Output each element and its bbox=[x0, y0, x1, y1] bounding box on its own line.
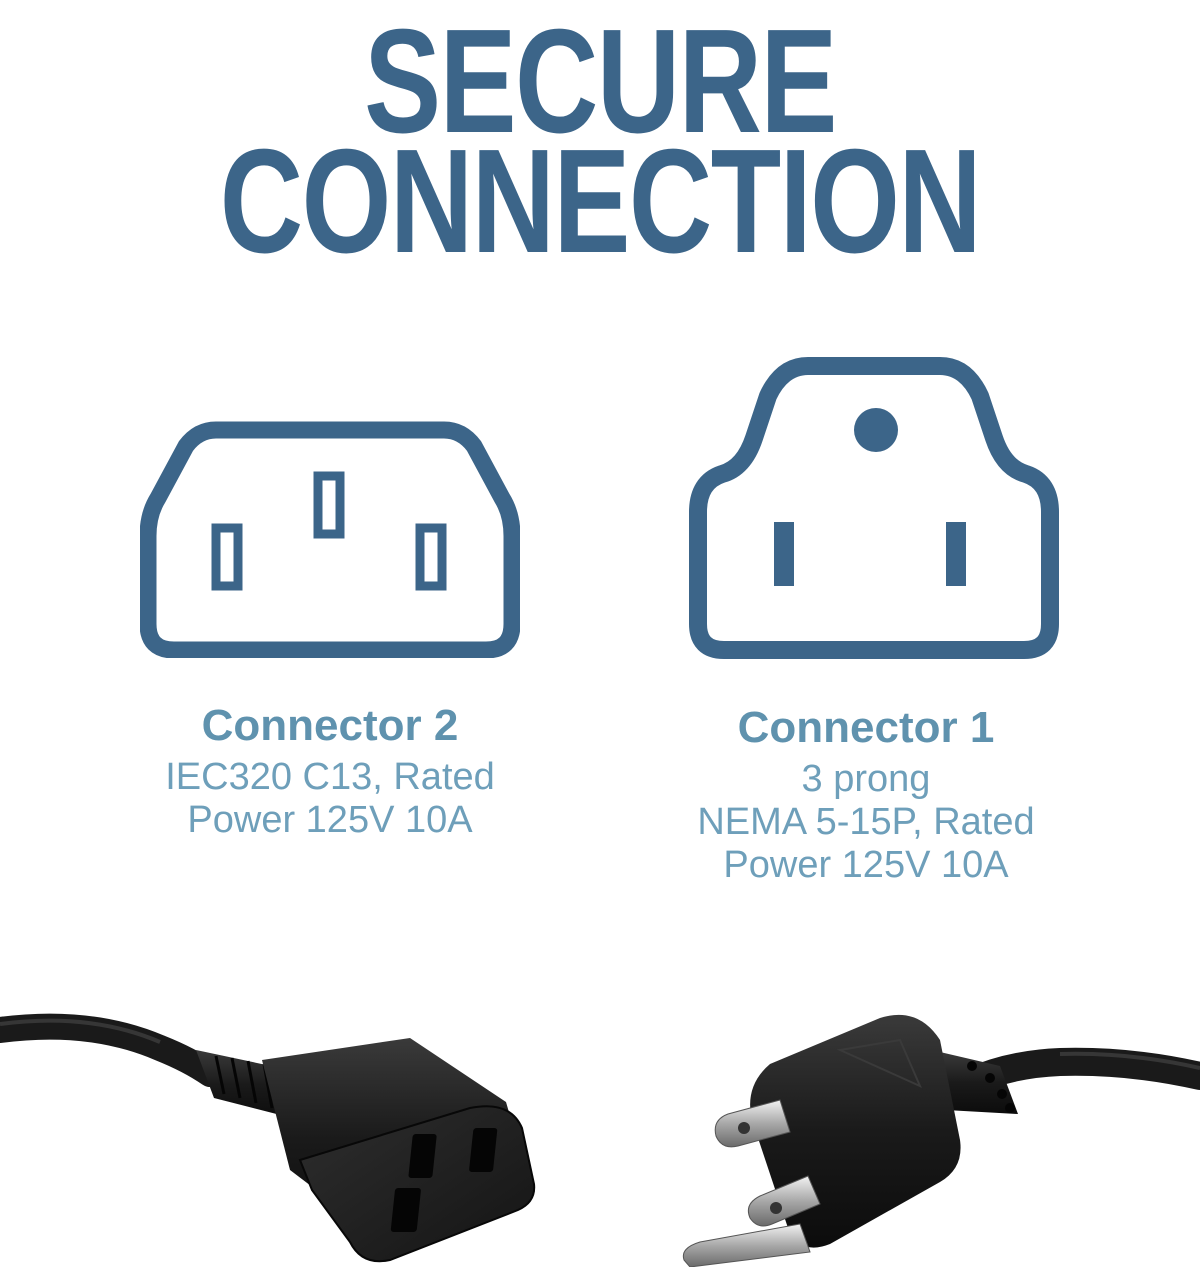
connector-1-desc-line-2: NEMA 5-15P, Rated bbox=[697, 801, 1035, 843]
headline-secure: SECURE bbox=[364, 0, 837, 164]
headline-connection: CONNECTION bbox=[219, 119, 982, 284]
connector-2-desc-line-1: IEC320 C13, Rated bbox=[165, 756, 495, 798]
connector-2-label-block: Connector 2 IEC320 C13, Rated Power 125V… bbox=[100, 700, 560, 842]
connector-2-title: Connector 2 bbox=[201, 701, 459, 750]
connector-1-title: Connector 1 bbox=[737, 703, 995, 752]
iec-c13-connector-photo bbox=[0, 1013, 536, 1263]
connector-1-label-block: Connector 1 3 prong NEMA 5-15P, Rated Po… bbox=[636, 702, 1096, 887]
nema-plug-photo bbox=[682, 1014, 1200, 1267]
nema-5-15-plug-icon bbox=[689, 357, 1059, 659]
connector-1-desc-line-1: 3 prong bbox=[801, 758, 931, 800]
connector-2-desc-line-2: Power 125V 10A bbox=[187, 799, 473, 841]
connector-1-desc-line-3: Power 125V 10A bbox=[723, 844, 1009, 886]
power-cord-photo bbox=[0, 1013, 1200, 1267]
iec-c13-socket-icon bbox=[140, 421, 520, 658]
